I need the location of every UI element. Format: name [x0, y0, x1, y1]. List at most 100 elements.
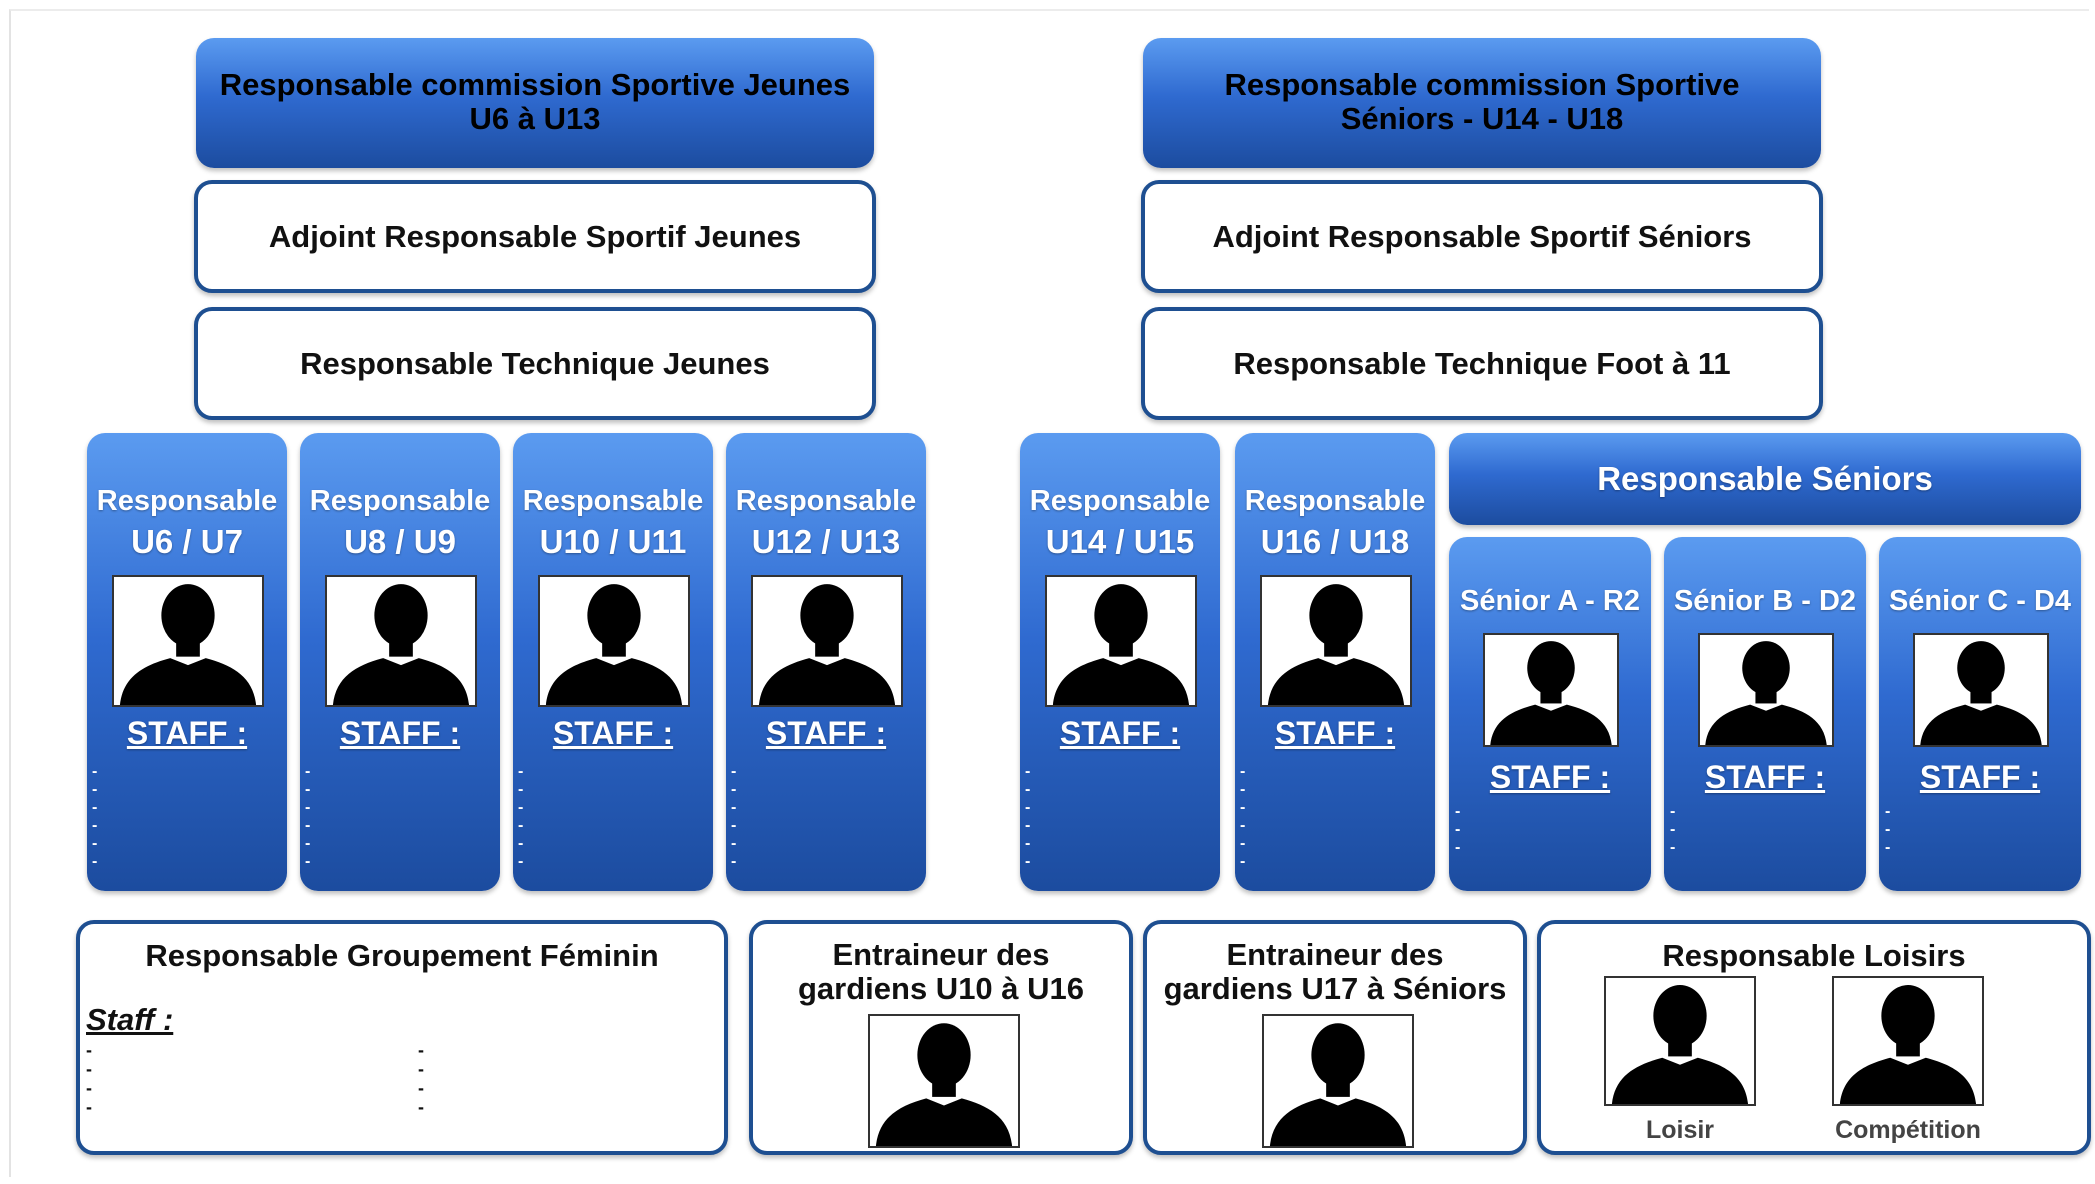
staff-dash: -: [1455, 803, 1461, 820]
jeunes-technique-box[interactable]: Responsable Technique Jeunes: [194, 307, 876, 420]
seniors-technique-box[interactable]: Responsable Technique Foot à 11: [1141, 307, 1823, 420]
feminin-staff-list-left: ----: [86, 1041, 92, 1117]
staff-dash: -: [1670, 839, 1676, 856]
staff-dash: -: [418, 1059, 424, 1079]
competition-caption: Compétition: [1835, 1116, 1981, 1144]
column-category: U12 / U13: [751, 523, 901, 560]
seniors-adjoint-box[interactable]: Adjoint Responsable Sportif Séniors: [1141, 180, 1823, 293]
staff-dash: -: [1885, 803, 1891, 820]
gardiens-u17-title-line1: Entraineur des: [1226, 937, 1444, 972]
loisirs-box[interactable]: Responsable Loisirs Loisir Compétition: [1537, 920, 2091, 1155]
staff-dash: -: [1455, 839, 1461, 856]
staff-dash: -: [92, 781, 98, 798]
seniors-commission-box[interactable]: Responsable commission Sportive Séniors …: [1143, 38, 1821, 168]
senior-team-name: Sénior A - R2: [1460, 585, 1640, 617]
staff-dash: -: [1885, 839, 1891, 856]
staff-dash: -: [1455, 821, 1461, 838]
column-staff-label: STAFF :: [339, 715, 461, 751]
staff-dash: -: [305, 835, 311, 852]
staff-dash: -: [518, 799, 524, 816]
staff-dash: -: [1240, 817, 1246, 834]
feminin-title: Responsable Groupement Féminin: [145, 938, 659, 973]
column-category: U14 / U15: [1045, 523, 1195, 560]
staff-dash: -: [86, 1097, 92, 1117]
column-staff-label: STAFF :: [126, 715, 248, 751]
jeunes-technique-label: Responsable Technique Jeunes: [300, 345, 770, 381]
seniors-technique-label: Responsable Technique Foot à 11: [1233, 345, 1731, 381]
staff-dash: -: [92, 763, 98, 780]
senior-team-staff-label: STAFF :: [1919, 759, 2041, 795]
column-label: Responsable: [735, 485, 917, 517]
person-silhouette-icon: [1260, 575, 1412, 707]
column-label: Responsable: [96, 485, 278, 517]
staff-dash: -: [305, 817, 311, 834]
gardiens-u17-seniors-box[interactable]: Entraineur des gardiens U17 à Séniors: [1143, 920, 1527, 1155]
senior-team-staff-list: ---: [1455, 803, 1460, 857]
staff-dash: -: [86, 1040, 92, 1060]
staff-dash: -: [518, 835, 524, 852]
staff-dash: -: [92, 817, 98, 834]
person-silhouette-icon: [1604, 976, 1756, 1106]
column-staff-label: STAFF :: [1059, 715, 1181, 751]
staff-dash: -: [731, 763, 737, 780]
jeunes-commission-box[interactable]: Responsable commission Sportive Jeunes U…: [196, 38, 874, 168]
column-staff-list: ------: [92, 763, 97, 871]
jeunes-commission-title-line1: Responsable commission Sportive Jeunes: [219, 67, 851, 102]
person-silhouette-icon: [1483, 633, 1619, 747]
person-silhouette-icon: [1262, 1014, 1414, 1148]
column-staff-label: STAFF :: [552, 715, 674, 751]
staff-dash: -: [305, 781, 311, 798]
staff-dash: -: [731, 817, 737, 834]
column-category: U6 / U7: [131, 523, 243, 560]
person-silhouette-icon: [538, 575, 690, 707]
staff-dash: -: [518, 763, 524, 780]
staff-dash: -: [418, 1078, 424, 1098]
column-category: U16 / U18: [1260, 523, 1410, 560]
jeunes-adjoint-label: Adjoint Responsable Sportif Jeunes: [268, 218, 802, 254]
column-staff-list: ------: [1025, 763, 1030, 871]
column-staff-list: ------: [1240, 763, 1245, 871]
staff-dash: -: [418, 1097, 424, 1117]
column-category: U10 / U11: [539, 523, 687, 560]
column-label: Responsable: [1244, 485, 1426, 517]
seniors-adjoint-label: Adjoint Responsable Sportif Séniors: [1212, 218, 1752, 254]
category-column[interactable]: Responsable U6 / U7 STAFF : ------: [87, 433, 287, 891]
staff-dash: -: [731, 835, 737, 852]
person-silhouette-icon: [325, 575, 477, 707]
seniors-responsable-box[interactable]: Responsable Séniors: [1449, 433, 2081, 525]
gardiens-u10-title-line1: Entraineur des: [832, 937, 1050, 972]
seniors-responsable-label: Responsable Séniors: [1597, 460, 1933, 497]
staff-dash: -: [92, 799, 98, 816]
person-silhouette-icon: [1045, 575, 1197, 707]
person-silhouette-icon: [868, 1014, 1020, 1148]
gardiens-u10-title-line2: gardiens U10 à U16: [797, 971, 1085, 1006]
jeunes-adjoint-box[interactable]: Adjoint Responsable Sportif Jeunes: [194, 180, 876, 293]
person-silhouette-icon: [1913, 633, 2049, 747]
person-silhouette-icon: [1832, 976, 1984, 1106]
column-label: Responsable: [309, 485, 491, 517]
staff-dash: -: [731, 781, 737, 798]
staff-dash: -: [305, 763, 311, 780]
staff-dash: -: [731, 853, 737, 870]
feminin-box[interactable]: Responsable Groupement Féminin Staff : -…: [76, 920, 728, 1155]
page-frame: [9, 9, 2089, 1177]
staff-dash: -: [1025, 853, 1031, 870]
staff-dash: -: [518, 853, 524, 870]
person-silhouette-icon: [751, 575, 903, 707]
staff-dash: -: [1885, 821, 1891, 838]
staff-dash: -: [305, 853, 311, 870]
senior-team-staff-label: STAFF :: [1704, 759, 1826, 795]
seniors-commission-title-line1: Responsable commission Sportive: [1224, 67, 1740, 102]
column-staff-list: ------: [518, 763, 523, 871]
seniors-commission-title-line2: Séniors - U14 - U18: [1340, 101, 1624, 136]
staff-dash: -: [1240, 835, 1246, 852]
gardiens-u10-u16-box[interactable]: Entraineur des gardiens U10 à U16: [749, 920, 1133, 1155]
